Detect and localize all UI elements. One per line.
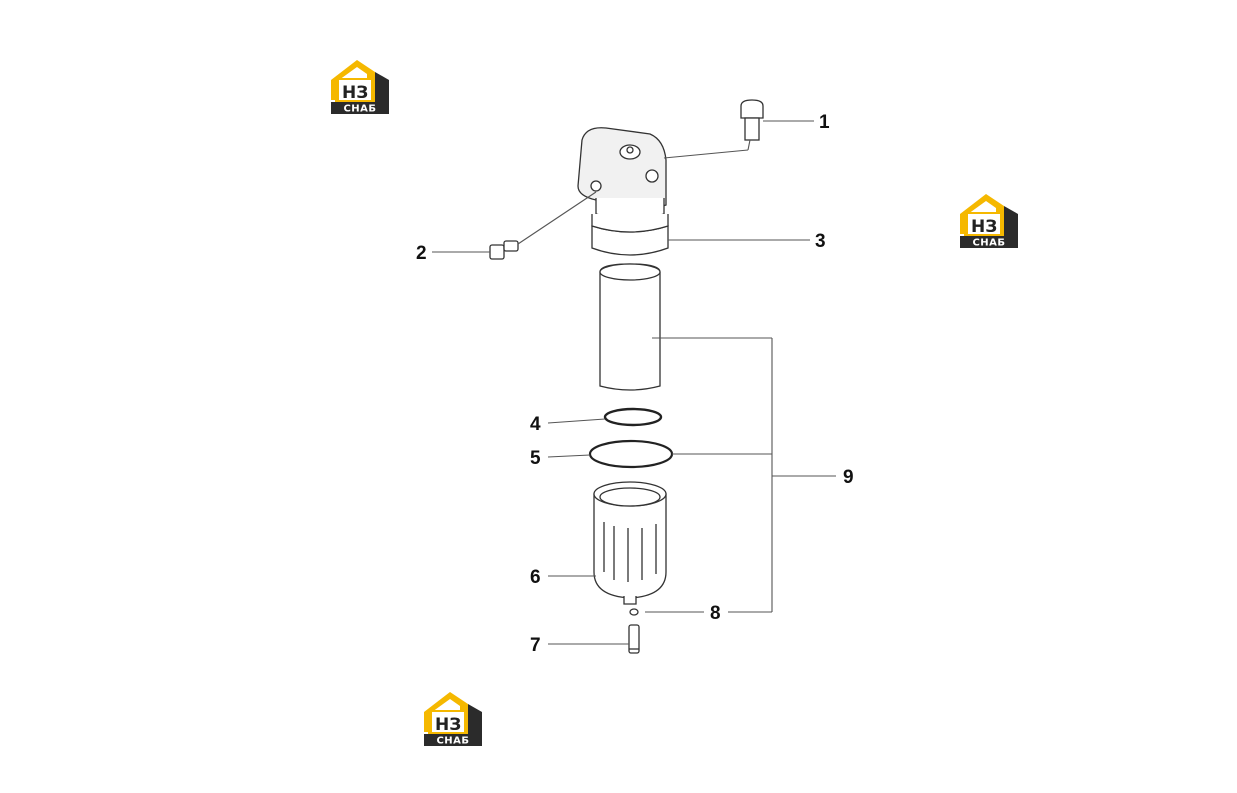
part-filter-element [599,263,661,391]
callout-labels: 1 2 3 4 5 6 7 8 9 [416,112,854,656]
callout-8: 8 [710,603,721,624]
logo-letters: НЗ [971,217,997,237]
part-drain-screw [628,624,640,654]
callout-1: 1 [819,112,830,133]
part-filter-bowl [593,481,667,605]
part-head-band [591,214,669,256]
callout-5: 5 [530,448,541,469]
logo-caption: СНАБ [343,104,376,115]
part-oring-small [603,407,663,427]
callout-3: 3 [815,231,826,252]
part-drain-plug [489,240,519,260]
callout-6: 6 [530,567,541,588]
callout-2: 2 [416,243,427,264]
logo-bottom-left: НЗ СНАБ [424,692,482,747]
logo-top-left: НЗ СНАБ [331,60,389,115]
part-bleed-screw [740,99,764,151]
logo-caption: СНАБ [436,736,469,747]
logo-letters: НЗ [342,83,368,103]
part-oring-large [588,439,674,469]
part-small-oring [629,608,639,616]
part-filter-head [577,127,667,220]
callout-7: 7 [530,635,541,656]
leader-lines [432,120,836,645]
logo-letters: НЗ [435,715,461,735]
logo-caption: СНАБ [972,238,1005,249]
callout-9: 9 [843,467,854,488]
callout-4: 4 [530,414,541,435]
logo-right: НЗ СНАБ [960,194,1018,249]
